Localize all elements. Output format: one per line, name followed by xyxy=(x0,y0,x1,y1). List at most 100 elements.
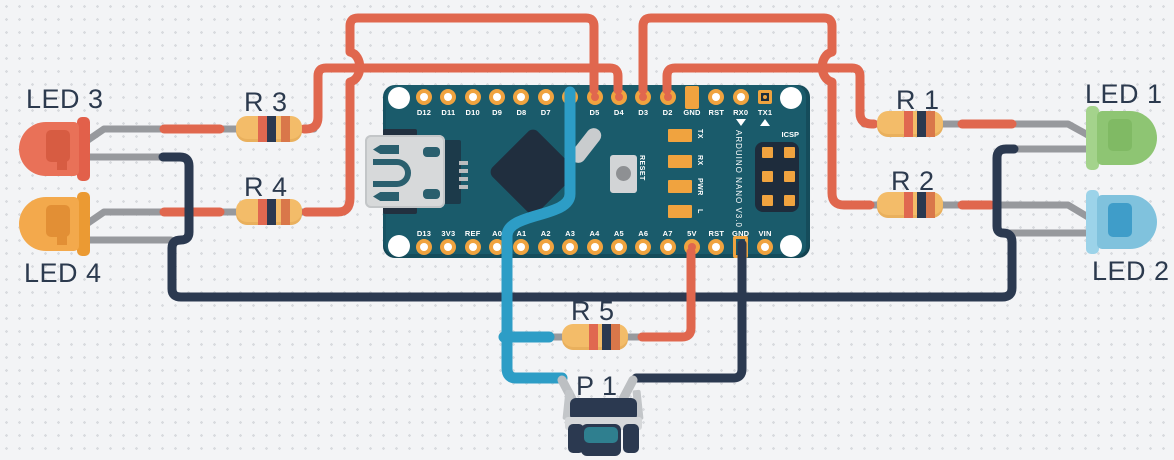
icsp-pin xyxy=(762,147,773,158)
resistor-band xyxy=(611,324,620,350)
resistor-band xyxy=(917,192,926,218)
usb-detail xyxy=(423,189,440,199)
pin-a6-hole xyxy=(639,243,648,251)
pin-d10-hole xyxy=(468,93,477,101)
pin-a3-label: A3 xyxy=(565,229,576,238)
board-title: ARDUINO NANO V3.0 xyxy=(734,130,743,228)
pin-a1-hole xyxy=(517,243,526,251)
usb-pin xyxy=(459,185,468,189)
led1-label: LED 1 xyxy=(1085,79,1163,109)
wire-d2-r1 xyxy=(662,63,879,129)
pin-a6-label: A6 xyxy=(638,229,649,238)
pin-tx1-marker xyxy=(760,119,771,126)
pin-gnd-label: GND xyxy=(732,229,750,238)
pwr-led xyxy=(668,180,692,193)
resistor-band xyxy=(904,192,913,218)
pin-d4-hole xyxy=(614,93,623,101)
led2-label: LED 2 xyxy=(1092,256,1170,286)
wire-d4-r3 xyxy=(299,63,623,134)
resistor-band xyxy=(267,116,276,142)
pin-5v-hole xyxy=(687,243,696,251)
tx-led xyxy=(668,129,692,142)
pin-ref-hole xyxy=(468,243,477,251)
pin-gnd xyxy=(684,86,699,109)
resistor-band xyxy=(602,324,611,350)
tx-silk-label: TX xyxy=(696,129,703,139)
button-left-lobe xyxy=(568,424,584,453)
pin-a5-label: A5 xyxy=(613,229,624,238)
pin-d12-label: D12 xyxy=(416,108,432,117)
resistor-band xyxy=(258,199,267,225)
pin-a3-hole xyxy=(566,243,575,251)
pin-rst-hole xyxy=(712,243,721,251)
resistor-r4[interactable] xyxy=(236,199,302,225)
resistor-r1[interactable] xyxy=(877,111,943,137)
pin-rx0-label: RX0 xyxy=(733,108,749,117)
resistor-r5[interactable] xyxy=(562,324,628,350)
button-actuator[interactable] xyxy=(584,427,618,443)
icsp-pin xyxy=(762,171,773,182)
r1-label: R 1 xyxy=(896,85,940,115)
icsp-pin xyxy=(784,195,795,206)
r3-label: R 3 xyxy=(244,87,288,117)
icsp-pin xyxy=(784,171,795,182)
pin-rx0-hole xyxy=(736,93,745,101)
pin-d13-label: D13 xyxy=(416,229,432,238)
pwr-silk-label: PWR xyxy=(696,178,703,196)
pin-a4-label: A4 xyxy=(589,229,600,238)
led1-inner xyxy=(1108,119,1132,151)
pin-a2-hole xyxy=(541,243,550,251)
pin-ref-label: REF xyxy=(464,229,481,238)
resistor-r3[interactable] xyxy=(236,116,302,142)
led4-flange[interactable] xyxy=(77,192,90,256)
wire-d6-button xyxy=(501,86,576,384)
r4-label: R 4 xyxy=(244,172,288,202)
reset-button-cap[interactable] xyxy=(616,166,631,181)
led3-inner xyxy=(46,130,70,162)
pin-rst-label: RST xyxy=(708,108,725,117)
arduino-nano-board[interactable]: RESET TX RX PWR L ARDUINO NANO V3.0 ICSP… xyxy=(365,85,810,258)
pin-d3-label: D3 xyxy=(638,108,649,117)
reset-silk-label: RESET xyxy=(638,155,645,181)
mounting-hole xyxy=(388,235,410,257)
pin-rx0-marker xyxy=(735,119,746,126)
usb-pin xyxy=(459,169,468,173)
led1-flange[interactable] xyxy=(1086,106,1099,170)
rx-led xyxy=(668,155,692,168)
usb-connector-back xyxy=(443,140,461,204)
mounting-hole xyxy=(780,87,802,109)
pin-3v3-label: 3V3 xyxy=(441,229,456,238)
pin-d11-label: D11 xyxy=(441,108,456,117)
usb-detail xyxy=(373,192,399,201)
pin-d8-label: D8 xyxy=(516,108,527,117)
usb-detail xyxy=(373,145,399,154)
pin-a0-hole xyxy=(493,243,502,251)
button-right-lobe xyxy=(623,424,639,453)
pin-d12-hole xyxy=(420,93,428,101)
rx-silk-label: RX xyxy=(696,155,703,166)
resistor-band xyxy=(281,116,290,142)
pin-d13-hole xyxy=(420,243,428,251)
led3-flange[interactable] xyxy=(77,117,90,181)
button-top-bar[interactable] xyxy=(570,398,637,421)
pin-a2-label: A2 xyxy=(540,229,551,238)
wire-d3-r2 xyxy=(638,13,875,210)
usb-shield-tab xyxy=(383,129,417,136)
pin-d2-hole xyxy=(663,93,672,101)
r2-label: R 2 xyxy=(891,166,935,196)
usb-detail xyxy=(373,159,411,187)
pin-d9-hole xyxy=(493,93,502,101)
resistor-band xyxy=(926,111,935,137)
pin-d3-hole xyxy=(639,93,648,101)
pin-d5-hole xyxy=(590,93,599,101)
led2-flange[interactable] xyxy=(1086,190,1099,254)
led3-inner xyxy=(57,160,67,170)
resistor-band xyxy=(917,111,926,137)
l-led xyxy=(668,205,692,218)
pin-d4-label: D4 xyxy=(613,108,624,117)
led4-inner xyxy=(46,205,70,237)
resistor-r2[interactable] xyxy=(877,192,943,218)
pin-tx1-dot xyxy=(763,95,768,99)
pin-d7-label: D7 xyxy=(540,108,551,117)
